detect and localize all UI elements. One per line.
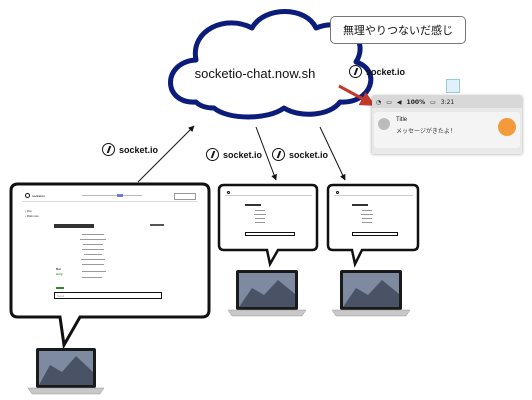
- socketio-text: socket.io: [223, 149, 263, 160]
- chat-message: [80, 239, 106, 240]
- chat-heading: [352, 204, 368, 206]
- notification-banner[interactable]: Title メッセージがきたよ！: [374, 112, 520, 148]
- socketio-logo-icon: [206, 148, 219, 161]
- socketio-text: socket.io: [366, 66, 406, 77]
- battery-percent: 100%: [406, 98, 426, 106]
- laptop-client1: [27, 348, 105, 395]
- chat-heading: [245, 204, 261, 206]
- socketio-label-main: socket.io: [102, 143, 158, 156]
- server-url-label: socketio-chat.now.sh: [194, 66, 316, 81]
- chat-message: [82, 271, 106, 272]
- electron-app-icon: [446, 79, 460, 93]
- chat-message: [81, 259, 105, 260]
- app-header: [22, 191, 198, 202]
- app-header: [334, 190, 413, 196]
- socketio-text: socket.io: [289, 149, 329, 160]
- server-cloud: [168, 9, 374, 120]
- socketio-logo-icon: [336, 191, 339, 194]
- socketio-logo-icon: [102, 143, 115, 156]
- message-input[interactable]: [352, 232, 398, 236]
- socketio-text: socket.io: [119, 144, 159, 155]
- chat-message: [82, 277, 102, 278]
- nav-badge: [117, 194, 123, 197]
- typing-indicator: [56, 287, 64, 289]
- chat-message: [254, 214, 266, 215]
- nav-links: [82, 195, 142, 196]
- squid-avatar-icon: [498, 118, 516, 136]
- arrow-cloud-to-client3: [319, 126, 346, 181]
- notification-message: メッセージがきたよ！: [396, 128, 456, 135]
- chat-message: [83, 244, 103, 245]
- list-item: • Dai: [25, 209, 32, 213]
- chat-message: [255, 210, 265, 211]
- arrow-main-to-cloud: [137, 125, 195, 183]
- socketio-label-client2: socket.io: [206, 148, 262, 161]
- battery-icon: ▭: [430, 98, 436, 106]
- chat-message: [82, 264, 104, 265]
- side-label: [150, 224, 164, 226]
- chat-heading: [54, 224, 94, 228]
- app-header: [225, 190, 312, 196]
- input-placeholder: Send: [57, 294, 65, 298]
- chat-username: Amy: [56, 272, 63, 276]
- airplay-icon: ▭: [386, 98, 392, 106]
- chat-message: [361, 214, 373, 215]
- arrow-cloud-to-client2: [255, 126, 277, 181]
- header-button[interactable]: [174, 193, 196, 200]
- chat-app-screenshot-main: socket.io • Dai • Mikimoto Dai Amy Send: [22, 191, 198, 309]
- chat-username: Dai: [56, 267, 61, 271]
- message-input[interactable]: Send: [54, 292, 162, 299]
- chat-message: [362, 222, 372, 223]
- chat-message: [82, 234, 104, 235]
- volume-icon: ◀: [396, 98, 402, 106]
- chat-message: [362, 210, 372, 211]
- socketio-logo-icon: [227, 191, 230, 194]
- message-input[interactable]: [245, 232, 295, 236]
- list-item: • Mikimoto: [25, 214, 39, 218]
- app-icon: [378, 118, 390, 130]
- laptop-client3: [331, 270, 411, 317]
- chat-app-screenshot-client3: [334, 190, 413, 245]
- arrow-cloud-to-notification: [338, 84, 376, 107]
- notification-title: Title: [396, 117, 408, 123]
- chat-message: [255, 218, 265, 219]
- socketio-label-notification: socket.io: [349, 65, 405, 78]
- chat-message: [82, 249, 104, 250]
- clock: 3:21: [440, 98, 455, 106]
- socketio-logo-icon: [25, 193, 30, 198]
- brand-label: socket.io: [32, 194, 46, 198]
- wifi-icon: ◔: [376, 98, 382, 106]
- socketio-label-client3: socket.io: [272, 148, 328, 161]
- socketio-logo-icon: [272, 148, 285, 161]
- callout-note: 無理やりつないだ感じ: [330, 16, 466, 44]
- socketio-logo-icon: [349, 65, 362, 78]
- chat-message: [255, 222, 265, 223]
- mac-menubar: ◔ ▭ ◀ 100% ▭ 3:21: [372, 96, 522, 108]
- chat-app-screenshot-client2: [225, 190, 312, 245]
- chat-message: [362, 218, 372, 219]
- laptop-client2: [227, 270, 307, 317]
- chat-message: [84, 254, 102, 255]
- desktop-notification-screenshot: ◔ ▭ ◀ 100% ▭ 3:21 Title メッセージがきたよ！: [372, 96, 522, 154]
